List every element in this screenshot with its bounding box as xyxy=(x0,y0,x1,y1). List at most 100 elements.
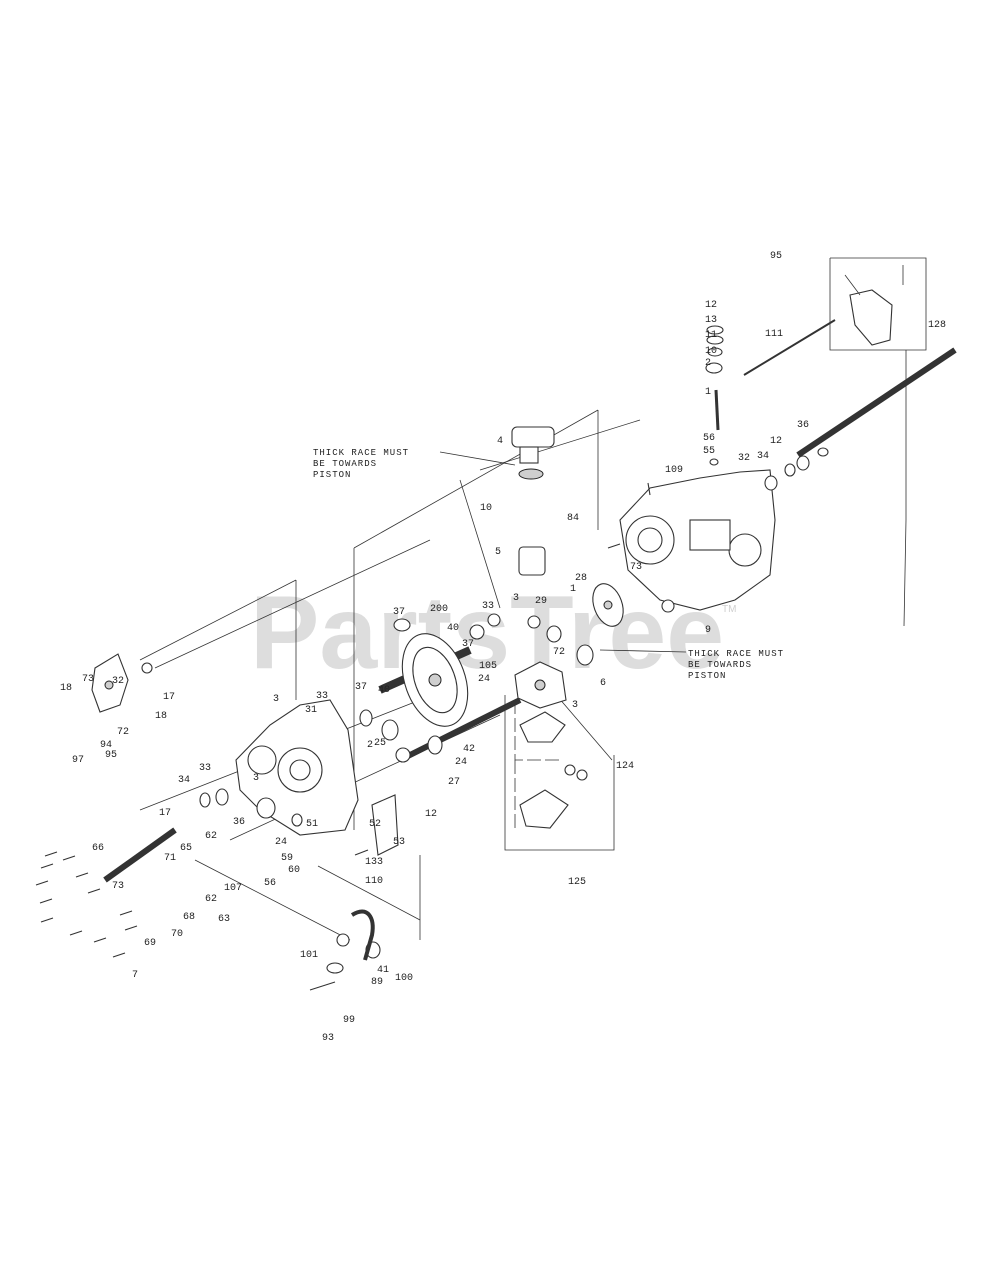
callout-73: 73 xyxy=(630,562,642,573)
callout-7: 7 xyxy=(132,970,138,981)
callout-37b: 37 xyxy=(462,639,474,650)
callout-70: 70 xyxy=(171,929,183,940)
callout-89: 89 xyxy=(371,977,383,988)
callout-4: 4 xyxy=(497,436,503,447)
callout-84: 84 xyxy=(567,513,579,524)
callout-24: 24 xyxy=(455,757,467,768)
svg-text:PISTON: PISTON xyxy=(688,671,726,681)
callout-3: 3 xyxy=(513,593,519,604)
callout-29: 29 xyxy=(535,596,547,607)
callout-41: 41 xyxy=(377,965,389,976)
callout-33b: 33 xyxy=(316,691,328,702)
cylinder-block-top xyxy=(511,426,555,576)
callout-17: 17 xyxy=(163,692,175,703)
note-thick-race-mid: THICK RACE MUST BE TOWARDS PISTON xyxy=(599,649,784,681)
callout-124: 124 xyxy=(616,761,634,772)
callout-93: 93 xyxy=(322,1033,334,1044)
callout-36: 36 xyxy=(797,420,809,431)
callout-10b: 10 xyxy=(480,503,492,514)
callout-99: 99 xyxy=(343,1015,355,1026)
large-gear xyxy=(401,633,469,727)
callout-36b: 36 xyxy=(233,817,245,828)
callout-73c: 73 xyxy=(112,881,124,892)
callout-200: 200 xyxy=(430,604,448,615)
callout-5: 5 xyxy=(495,547,501,558)
callout-73b: 73 xyxy=(82,674,94,685)
callout-42: 42 xyxy=(463,744,475,755)
svg-text:THICK RACE MUST: THICK RACE MUST xyxy=(688,649,784,659)
callout-32: 32 xyxy=(738,453,750,464)
callout-133: 133 xyxy=(365,857,383,868)
callout-25: 25 xyxy=(374,738,386,749)
callout-72b: 72 xyxy=(117,727,129,738)
callout-53: 53 xyxy=(393,837,405,848)
callout-1b: 1 xyxy=(570,584,576,595)
callout-109: 109 xyxy=(665,465,683,476)
callout-63: 63 xyxy=(218,914,230,925)
callout-65: 65 xyxy=(180,843,192,854)
callout-1: 1 xyxy=(705,387,711,398)
bracket-133 xyxy=(371,794,399,856)
callout-24c: 24 xyxy=(275,837,287,848)
callout-34: 34 xyxy=(757,451,769,462)
callout-55: 55 xyxy=(703,446,715,457)
callout-11: 11 xyxy=(705,330,717,341)
callout-18: 18 xyxy=(155,711,167,722)
callout-6: 6 xyxy=(600,678,606,689)
callout-33: 33 xyxy=(482,601,494,612)
callout-107: 107 xyxy=(224,883,242,894)
callout-94: 94 xyxy=(100,740,112,751)
callout-51: 51 xyxy=(306,819,318,830)
callout-3d: 3 xyxy=(253,773,259,784)
callout-2b: 2 xyxy=(367,740,373,751)
callout-52: 52 xyxy=(369,819,381,830)
watermark-trademark: TM xyxy=(722,604,736,615)
svg-text:BE TOWARDS: BE TOWARDS xyxy=(313,459,377,469)
callout-24b: 24 xyxy=(478,674,490,685)
callout-2: 2 xyxy=(705,358,711,369)
callout-13: 13 xyxy=(705,315,717,326)
callout-100: 100 xyxy=(395,973,413,984)
callout-37: 37 xyxy=(393,607,405,618)
callout-95: 95 xyxy=(770,251,782,262)
callout-59: 59 xyxy=(281,853,293,864)
callout-16: 18 xyxy=(60,683,72,694)
callout-28: 28 xyxy=(575,573,587,584)
callout-62b: 62 xyxy=(205,894,217,905)
callout-68: 68 xyxy=(183,912,195,923)
callout-17b: 17 xyxy=(159,808,171,819)
callout-37c: 37 xyxy=(355,682,367,693)
callout-56b: 56 xyxy=(264,878,276,889)
callout-40: 40 xyxy=(447,623,459,634)
callout-33c: 33 xyxy=(199,763,211,774)
svg-text:BE TOWARDS: BE TOWARDS xyxy=(688,660,752,670)
callout-31: 31 xyxy=(305,705,317,716)
callout-97: 97 xyxy=(72,755,84,766)
bolts xyxy=(35,482,651,991)
watermark-text: PartsTree xyxy=(250,575,724,691)
callout-95b: 95 xyxy=(105,750,117,761)
callout-labels: 95 128 111 12 13 11 10 2 1 56 55 109 34 … xyxy=(60,251,946,1044)
callout-3b: 3 xyxy=(273,694,279,705)
callout-10: 10 xyxy=(705,346,717,357)
callout-105: 105 xyxy=(479,661,497,672)
callout-12b: 12 xyxy=(770,436,782,447)
right-housing xyxy=(619,469,776,611)
callout-72: 72 xyxy=(553,647,565,658)
callout-40b: 40 xyxy=(378,685,390,696)
callout-69: 69 xyxy=(144,938,156,949)
callout-9: 9 xyxy=(705,625,711,636)
center-block xyxy=(514,661,567,709)
callout-62: 62 xyxy=(205,831,217,842)
callout-56: 56 xyxy=(703,433,715,444)
note-thick-race-top: THICK RACE MUST BE TOWARDS PISTON xyxy=(313,448,516,480)
callout-125: 125 xyxy=(568,877,586,888)
callout-110: 110 xyxy=(365,876,383,887)
callout-32b: 32 xyxy=(112,676,124,687)
callout-128: 128 xyxy=(928,320,946,331)
callout-27: 27 xyxy=(448,777,460,788)
motor-plate xyxy=(519,711,588,829)
callout-71: 71 xyxy=(164,853,176,864)
left-bracket xyxy=(91,653,153,713)
